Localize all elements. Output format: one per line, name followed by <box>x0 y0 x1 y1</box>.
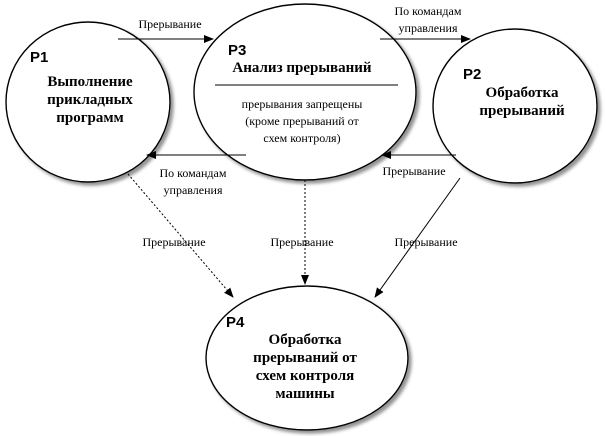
node-p3-id: P3 <box>228 42 246 59</box>
edge-label-p1-to-p3: Прерывание <box>138 17 201 31</box>
node-p1-title-1: Выполнение <box>47 74 133 90</box>
node-p2-shape <box>432 28 598 184</box>
node-p4-title-2: прерываний от <box>253 350 357 366</box>
node-p3-subtitle-2: (кроме прерываний от <box>245 114 359 128</box>
node-p3-title: Анализ прерываний <box>232 60 372 76</box>
node-p1-title-2: прикладных <box>47 92 133 108</box>
node-p2-title-1: Обработка <box>486 85 559 101</box>
node-p4-title-1: Обработка <box>269 332 342 348</box>
edge-label-p3-to-p4: Прерывание <box>270 235 333 249</box>
node-p1-shape <box>5 21 171 183</box>
node-p2-id: P2 <box>463 66 481 83</box>
edge-label-p2-to-p3: Прерывание <box>382 164 445 178</box>
node-p2-title-2: прерываний <box>479 103 565 119</box>
node-p4-title-3: схем контроля <box>256 368 355 384</box>
edge-label-p1-to-p4: Прерывание <box>142 235 205 249</box>
edge-label-p3-to-p2-2: управления <box>399 21 458 35</box>
edge-label-p3-to-p1-2: управления <box>164 183 223 197</box>
edge-p1-to-p4 <box>127 173 234 298</box>
edge-label-p3-to-p1-1: По командам <box>160 166 227 180</box>
node-p3-shape <box>193 3 417 181</box>
node-p4-shape <box>205 285 409 431</box>
edge-label-p3-to-p2-1: По командам <box>395 4 462 18</box>
node-p3-subtitle-3: схем контроля) <box>263 131 340 145</box>
node-p1-id: P1 <box>30 49 48 66</box>
node-p1-title-3: программ <box>56 110 124 126</box>
node-p4-title-4: машины <box>275 386 335 402</box>
node-p3-subtitle-1: прерывания запрещены <box>242 97 363 111</box>
edge-p2-to-p4 <box>374 177 461 298</box>
edge-label-p2-to-p4: Прерывание <box>394 235 457 249</box>
node-p4-id: P4 <box>226 314 245 331</box>
